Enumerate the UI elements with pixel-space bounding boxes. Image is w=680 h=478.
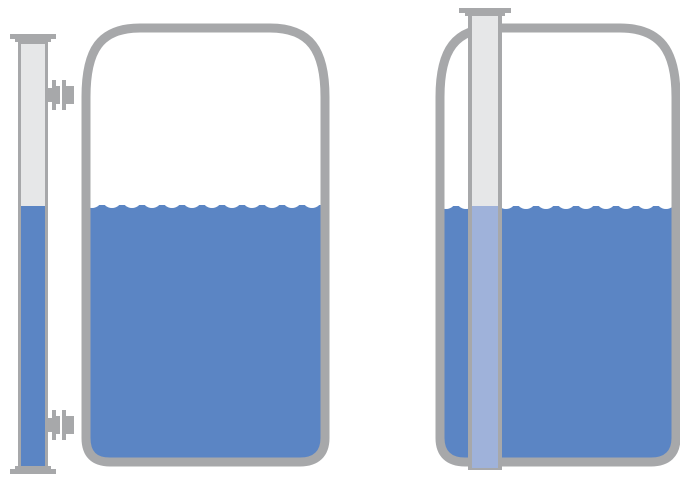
gauge-top-flange (10, 34, 56, 39)
gauge-liquid (21, 206, 45, 466)
gauge-top-flange-lip (15, 39, 51, 42)
probe-top-flange (459, 8, 511, 13)
insertion-probe (459, 8, 511, 470)
gauge-bottom-flange-lip (15, 466, 51, 469)
left-assembly (10, 23, 330, 474)
right-tank-wall (435, 23, 680, 467)
right-assembly (435, 8, 680, 470)
probe-tube-dry (472, 16, 498, 206)
left-tank-liquid (86, 205, 325, 462)
left-tank-wall (81, 23, 330, 467)
lower-nozzle (48, 410, 74, 440)
left-tank (81, 23, 330, 467)
probe-top-flange-lip (465, 13, 505, 16)
gauge-bottom-flange (10, 469, 56, 474)
left-tank-surface-waves (86, 188, 325, 208)
upper-nozzle (48, 80, 74, 110)
sight-glass-gauge (10, 34, 56, 474)
probe-tube-submerged (472, 206, 498, 468)
